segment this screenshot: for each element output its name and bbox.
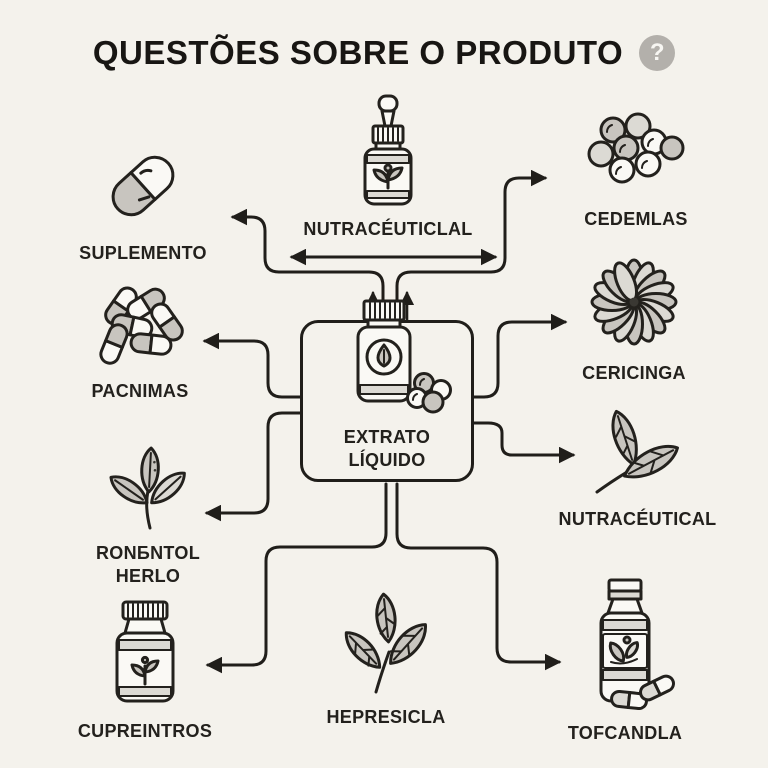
node-label: CEDEMLAS [584, 209, 688, 229]
node-label: RONБNTOL HERLO [96, 542, 200, 587]
node-label: CERICINGA [582, 363, 686, 383]
node-rongntol-herlo: RONБNTOL HERLO [68, 438, 228, 587]
node-label: NUTRACÉUTICAL [558, 509, 717, 529]
center-node-label: EXTRATO LÍQUIDO [343, 427, 431, 470]
leaf-sprout-icon [100, 438, 196, 535]
connector-to-rongntol [204, 411, 304, 522]
node-hepresicla: HEPRESICLA [306, 588, 466, 729]
connector-to-cupreintros [205, 482, 388, 674]
node-label: CUPREINTROS [77, 721, 213, 741]
bottle-with-capsules-icon [569, 578, 681, 715]
connector-to-cericinga [472, 313, 568, 399]
dropper-bottle-icon [349, 94, 427, 211]
node-label: SUPLEMENTO [79, 243, 207, 263]
node-tofcandla: TOFCANDLA [545, 578, 705, 745]
node-label: NUTRACÉUTICLAL [303, 219, 473, 239]
node-cupreintros: CUPREINTROS [65, 598, 225, 743]
node-cericinga: CERICINGA [554, 254, 714, 385]
node-suplemento: SUPLEMENTO [63, 142, 223, 265]
connector-to-nutraceutical [472, 421, 576, 464]
supplement-jar-icon [97, 598, 193, 713]
connector-to-tofcandla [395, 482, 562, 671]
node-nutraceuticlal: NUTRACÉUTICLAL [288, 94, 488, 241]
node-label-line2: HERLO [115, 565, 181, 586]
connector-to-cedemlas [395, 169, 548, 324]
node-label: TOFCANDLA [567, 723, 683, 743]
page-title: QUESTÕES SOBRE O PRODUTO [92, 34, 624, 71]
node-nutraceutical: NUTRACÉUTICAL [550, 404, 725, 531]
page-title-row: QUESTÕES SOBRE O PRODUTO ? [0, 34, 768, 72]
center-node-extrato-liquido: EXTRATO LÍQUIDO [300, 299, 474, 482]
node-pacnimas: PACNIMAS [60, 282, 220, 403]
flower-icon [583, 254, 685, 355]
connector-to-pacnimas [202, 332, 304, 399]
node-label: HEPRESICLA [326, 707, 446, 727]
two-leaves-icon [585, 404, 690, 501]
three-leaves-icon [334, 588, 438, 699]
connector-to-suplemento [230, 208, 385, 324]
capsule-icon [93, 142, 193, 235]
berries-cluster-icon [581, 112, 691, 201]
question-icon[interactable]: ? [639, 35, 676, 71]
node-label-line1: RONБNTOL [95, 543, 200, 563]
extract-bottle-with-berries-icon [314, 299, 460, 426]
node-label: PACNIMAS [91, 381, 189, 401]
node-cedemlas: CEDEMLAS [556, 112, 716, 231]
pills-pile-icon [88, 282, 192, 373]
